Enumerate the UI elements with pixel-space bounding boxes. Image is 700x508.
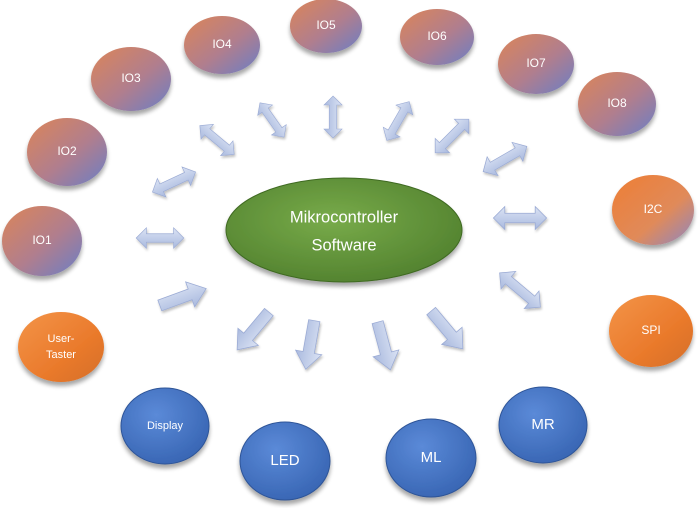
node-io4-label: IO4 [212, 37, 232, 51]
arrow-io6 [378, 96, 418, 146]
arrow-io3 [193, 117, 241, 163]
arrow-mr [420, 302, 474, 358]
arrow-display [226, 303, 280, 359]
arrow-io7 [427, 111, 477, 161]
arrow-spi [491, 263, 549, 317]
node-mr-label: MR [531, 416, 554, 433]
node-display: Display [120, 387, 210, 465]
arrow-ml [364, 318, 404, 374]
output-arrows [154, 275, 474, 374]
node-ml-label: ML [421, 449, 442, 466]
node-io4: IO4 [184, 16, 260, 74]
arrow-i2c [492, 206, 548, 230]
blue-nodes: Display LED ML MR [120, 386, 588, 501]
node-led-label: LED [270, 452, 299, 469]
node-io3: IO3 [91, 47, 171, 111]
node-io6-label: IO6 [427, 29, 447, 43]
node-user-taster-line1: User- [48, 333, 75, 345]
node-io1-label: IO1 [32, 233, 52, 247]
center-node: Mikrocontroller Software [225, 177, 463, 283]
node-io2-label: IO2 [57, 144, 77, 158]
node-led: LED [239, 421, 331, 501]
node-io2: IO2 [27, 118, 107, 186]
node-io5: IO5 [290, 0, 362, 53]
orange-nodes: I2C SPI User- Taster [18, 175, 694, 382]
node-user-taster-line2: Taster [46, 349, 76, 361]
node-io8: IO8 [578, 72, 656, 136]
arrow-user-taster [154, 275, 212, 319]
node-io5-label: IO5 [316, 18, 336, 32]
node-mr: MR [498, 386, 588, 464]
node-io8-label: IO8 [607, 96, 627, 110]
node-user-taster: User- Taster [18, 312, 104, 382]
node-display-label: Display [147, 420, 184, 432]
arrow-io4 [252, 97, 292, 143]
arrow-io2 [147, 162, 201, 202]
node-ml: ML [385, 418, 477, 498]
node-spi-label: SPI [641, 323, 660, 337]
node-i2c: I2C [612, 175, 694, 245]
io-nodes: IO1 IO2 IO3 IO4 IO5 IO6 IO7 IO8 [2, 0, 656, 276]
node-io1: IO1 [2, 206, 82, 276]
arrow-io8 [477, 136, 533, 182]
center-label-line1: Mikrocontroller [290, 208, 399, 226]
node-io6: IO6 [400, 9, 474, 65]
arrow-io5 [323, 95, 343, 139]
node-io3-label: IO3 [121, 71, 141, 85]
node-spi: SPI [609, 295, 693, 367]
node-io7: IO7 [498, 34, 574, 94]
center-label-line2: Software [311, 236, 376, 254]
node-io7-label: IO7 [526, 56, 546, 70]
arrow-led [292, 317, 328, 373]
node-i2c-label: I2C [644, 202, 663, 216]
arrow-io1 [135, 227, 185, 249]
